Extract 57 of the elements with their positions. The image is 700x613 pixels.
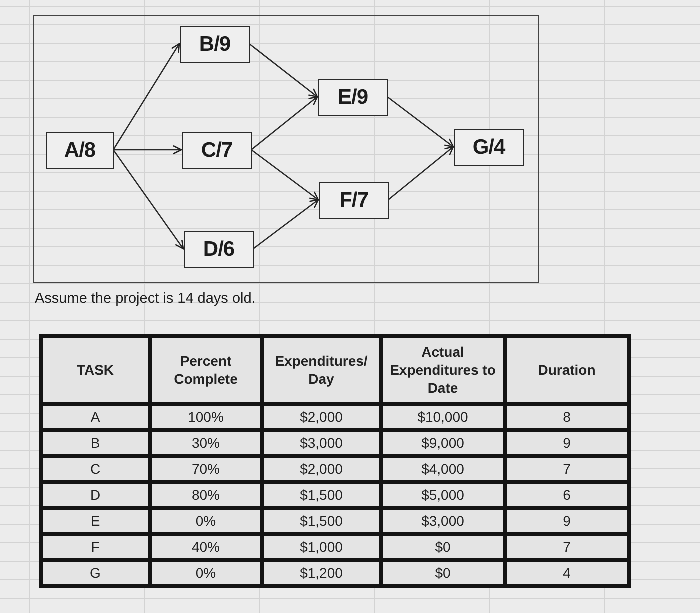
data-cell: 100%	[152, 406, 260, 428]
task-node: G/4	[454, 129, 524, 166]
data-cell: 6	[507, 484, 627, 506]
data-cell: 7	[507, 458, 627, 480]
data-cell: 4	[507, 562, 627, 584]
note-text: Assume the project is 14 days old.	[35, 291, 256, 307]
task-node: C/7	[182, 132, 252, 169]
data-cell: 0%	[152, 562, 260, 584]
column-header: TASK	[43, 338, 148, 402]
arrow	[251, 149, 320, 201]
column-header: Expenditures/ Day	[264, 338, 379, 402]
data-cell: A	[43, 406, 148, 428]
data-cell: 8	[507, 406, 627, 428]
data-cell: $0	[383, 536, 503, 558]
data-cell: C	[43, 458, 148, 480]
data-cell: $4,000	[383, 458, 503, 480]
data-cell: D	[43, 484, 148, 506]
task-node: B/9	[180, 26, 250, 63]
data-cell: 30%	[152, 432, 260, 454]
data-cell: $0	[383, 562, 503, 584]
data-cell: $1,200	[264, 562, 379, 584]
data-cell: 9	[507, 510, 627, 532]
arrow	[249, 43, 318, 98]
arrow	[253, 199, 320, 250]
data-cell: 40%	[152, 536, 260, 558]
task-node: A/8	[46, 132, 114, 169]
arrow	[251, 96, 318, 150]
data-cell: B	[43, 432, 148, 454]
data-cell: 9	[507, 432, 627, 454]
column-header: Percent Complete	[152, 338, 260, 402]
task-node: D/6	[184, 231, 254, 268]
arrow	[114, 145, 182, 155]
data-cell: E	[43, 510, 148, 532]
data-cell: F	[43, 536, 148, 558]
data-cell: $1,000	[264, 536, 379, 558]
data-cell: G	[43, 562, 148, 584]
data-cell: $2,000	[264, 406, 379, 428]
arrow	[388, 146, 454, 200]
data-cell: $1,500	[264, 484, 379, 506]
data-cell: $10,000	[383, 406, 503, 428]
data-cell: $9,000	[383, 432, 503, 454]
arrow	[112, 43, 180, 150]
data-cell: 80%	[152, 484, 260, 506]
task-node: E/9	[318, 79, 388, 116]
data-cell: $2,000	[264, 458, 379, 480]
task-node: F/7	[319, 182, 389, 219]
data-cell: $1,500	[264, 510, 379, 532]
data-cell: $5,000	[383, 484, 503, 506]
arrow	[387, 96, 454, 148]
data-cell: $3,000	[383, 510, 503, 532]
data-cell: $3,000	[264, 432, 379, 454]
column-header: Duration	[507, 338, 627, 402]
arrow	[112, 150, 184, 250]
data-cell: 7	[507, 536, 627, 558]
column-header: Actual Expenditures to Date	[383, 338, 503, 402]
data-cell: 0%	[152, 510, 260, 532]
data-cell: 70%	[152, 458, 260, 480]
